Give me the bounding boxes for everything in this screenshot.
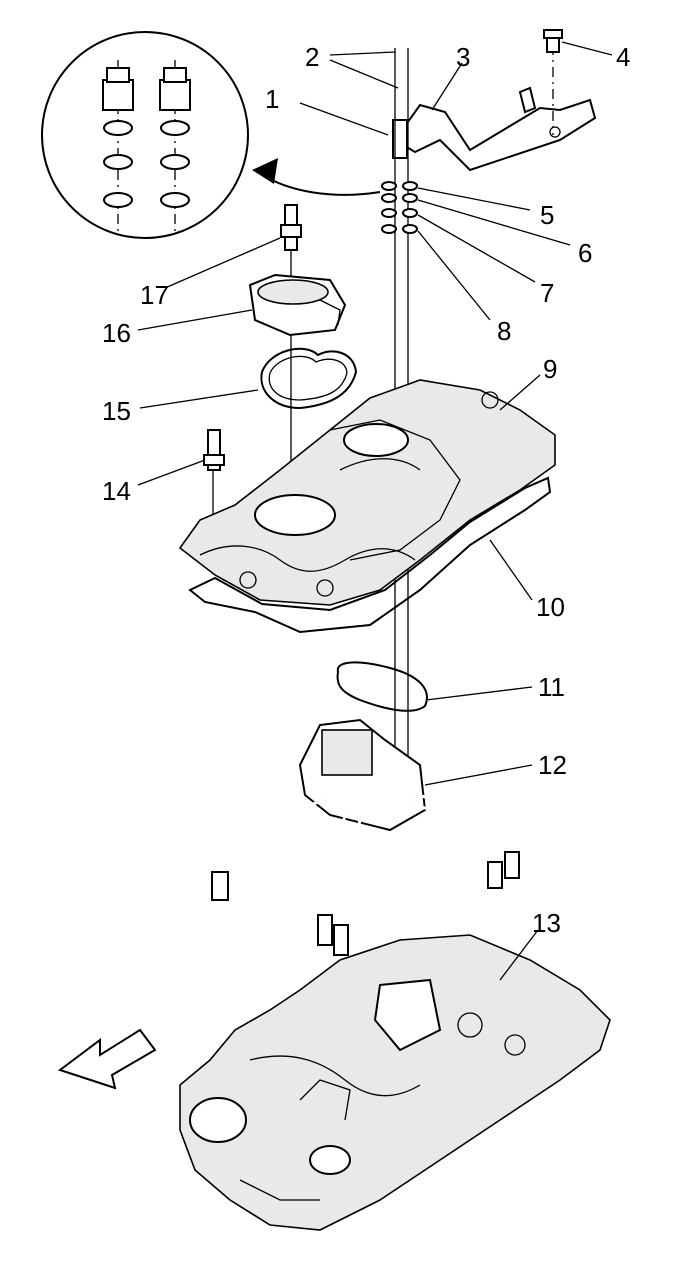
callout-1: 1 xyxy=(265,84,280,114)
gasket-10 xyxy=(188,476,552,634)
callout-6: 6 xyxy=(578,238,593,268)
upper-intake-manifold-9 xyxy=(178,379,556,606)
bolt-4 xyxy=(543,29,563,53)
lower-intake-manifold-13 xyxy=(179,934,611,1231)
throttle-body-16 xyxy=(248,273,347,337)
callout-13: 13 xyxy=(532,908,561,938)
callout-7: 7 xyxy=(540,278,555,308)
front-direction-arrow xyxy=(57,1028,157,1090)
fuel-injector-assembly-12 xyxy=(211,718,520,956)
callout-8: 8 xyxy=(497,316,512,346)
callout-15: 15 xyxy=(102,396,131,426)
callout-4: 4 xyxy=(616,42,631,72)
callout-3: 3 xyxy=(456,42,471,72)
leader-lines xyxy=(137,41,613,981)
callout-2: 2 xyxy=(305,42,320,72)
callout-17: 17 xyxy=(140,280,169,310)
callout-9: 9 xyxy=(543,354,558,384)
o-rings xyxy=(381,181,418,234)
gasket-15 xyxy=(260,347,358,410)
detail-circle xyxy=(41,31,249,239)
callout-16: 16 xyxy=(102,318,131,348)
callout-10: 10 xyxy=(536,592,565,622)
callout-5: 5 xyxy=(540,200,555,230)
stud-14 xyxy=(203,429,225,471)
callout-11: 11 xyxy=(538,672,565,702)
callout-14: 14 xyxy=(102,476,131,506)
gasket-11 xyxy=(336,661,428,712)
callout-12: 12 xyxy=(538,750,567,780)
detail-arrow xyxy=(252,158,381,196)
sensor-17 xyxy=(280,204,302,251)
fuel-pipe-assembly xyxy=(392,86,597,172)
